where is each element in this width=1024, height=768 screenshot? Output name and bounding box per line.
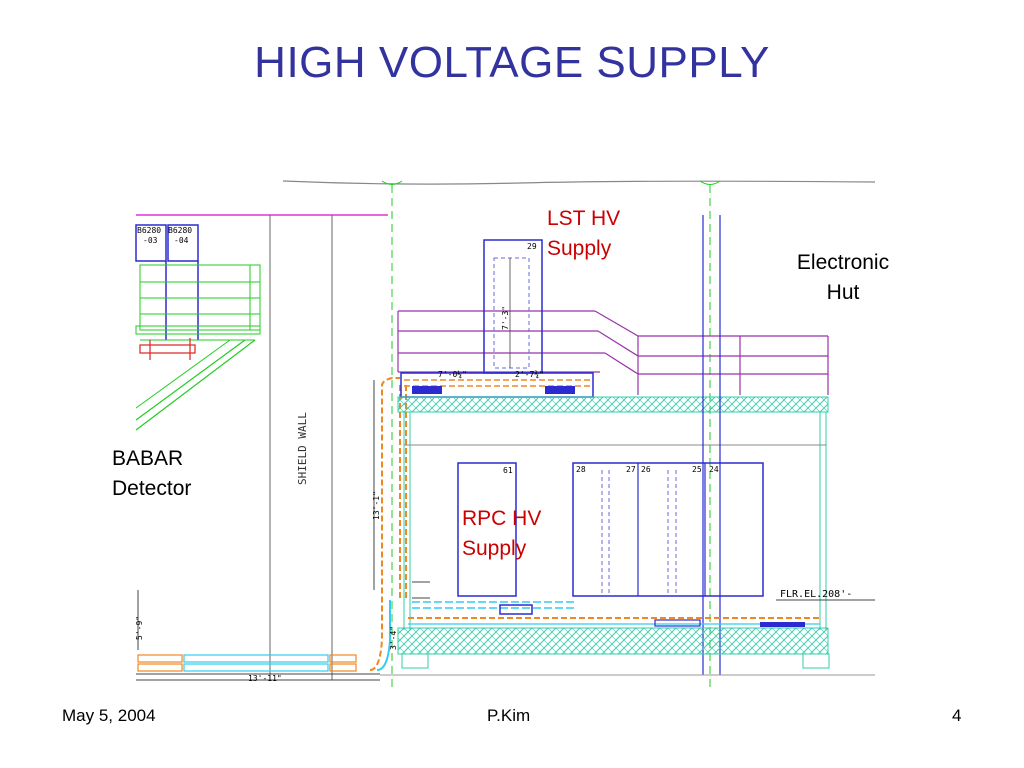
rpc-hv-label-2: Supply (462, 537, 527, 560)
floor-cable-trays: 13'-11" 5'-9" (135, 590, 380, 683)
electronic-hut-label-1: Electronic (796, 251, 890, 274)
footer-page-number: 4 (952, 706, 962, 725)
dim-3-4: 3'-4" (389, 626, 398, 650)
rpc-hv-rack: 61 (457, 462, 517, 597)
electronic-hut-label-2: Hut (826, 281, 860, 304)
electronic-racks: 28 27 26 25 24 (572, 462, 764, 597)
dim-13-1: 13'-1" (372, 491, 381, 520)
rack-sub-04: -04 (174, 236, 189, 245)
rack-26-label: 26 (641, 465, 651, 474)
babar-label-1: BABAR (112, 447, 184, 470)
rack-24-label: 24 (709, 465, 719, 474)
dim-7-0: 7'-0¼" (438, 370, 467, 379)
rack-27-label: 27 (626, 465, 636, 474)
babar-racks: B6280 -03 B6280 -04 (135, 224, 261, 431)
floor-foot-right (802, 653, 830, 669)
dim-7-3: 7'-3" (501, 306, 510, 330)
rack-label-b6280-03: B6280 (137, 226, 161, 235)
hut-floor-trays: FLR.EL.208'- (408, 581, 875, 627)
dim-2-7: 2'-7¾" (515, 370, 544, 379)
dim-5-9: 5'-9" (135, 616, 144, 640)
rack-sub-03: -03 (143, 236, 158, 245)
ceiling-line (282, 180, 876, 185)
lst-hv-label-1: LST HV (547, 207, 621, 230)
dim-13-11: 13'-11" (248, 674, 282, 683)
lst-hv-label-2: Supply (547, 237, 612, 260)
hut-roof-rails (397, 310, 829, 395)
floor-elevation: FLR.EL.208'- (780, 589, 852, 600)
rack-29-label: 29 (527, 242, 537, 251)
rack-61-label: 61 (503, 466, 513, 475)
rack-28-label: 28 (576, 465, 586, 474)
ceiling-arc-left (381, 180, 403, 185)
footer-author: P.Kim (487, 706, 531, 725)
ceiling-arc-right (699, 180, 721, 185)
rack-label-b6280-04: B6280 (168, 226, 192, 235)
rpc-hv-label-1: RPC HV (462, 507, 542, 530)
floor-slab (397, 627, 829, 655)
roof-slab (397, 396, 829, 413)
slide-title: HIGH VOLTAGE SUPPLY (254, 38, 770, 87)
shield-wall: SHIELD WALL (269, 215, 333, 680)
babar-label-2: Detector (112, 477, 192, 500)
hut-walls (403, 412, 827, 630)
vertical-cable-run: 13'-1" 3'-4" (369, 377, 407, 671)
floor-foot-left (401, 653, 429, 669)
rack-25-label: 25 (692, 465, 702, 474)
roof-cable-tray: 7'-0¼" 2'-7¾" (400, 370, 594, 398)
shield-wall-text: SHIELD WALL (296, 412, 309, 485)
footer-date: May 5, 2004 (62, 706, 156, 725)
